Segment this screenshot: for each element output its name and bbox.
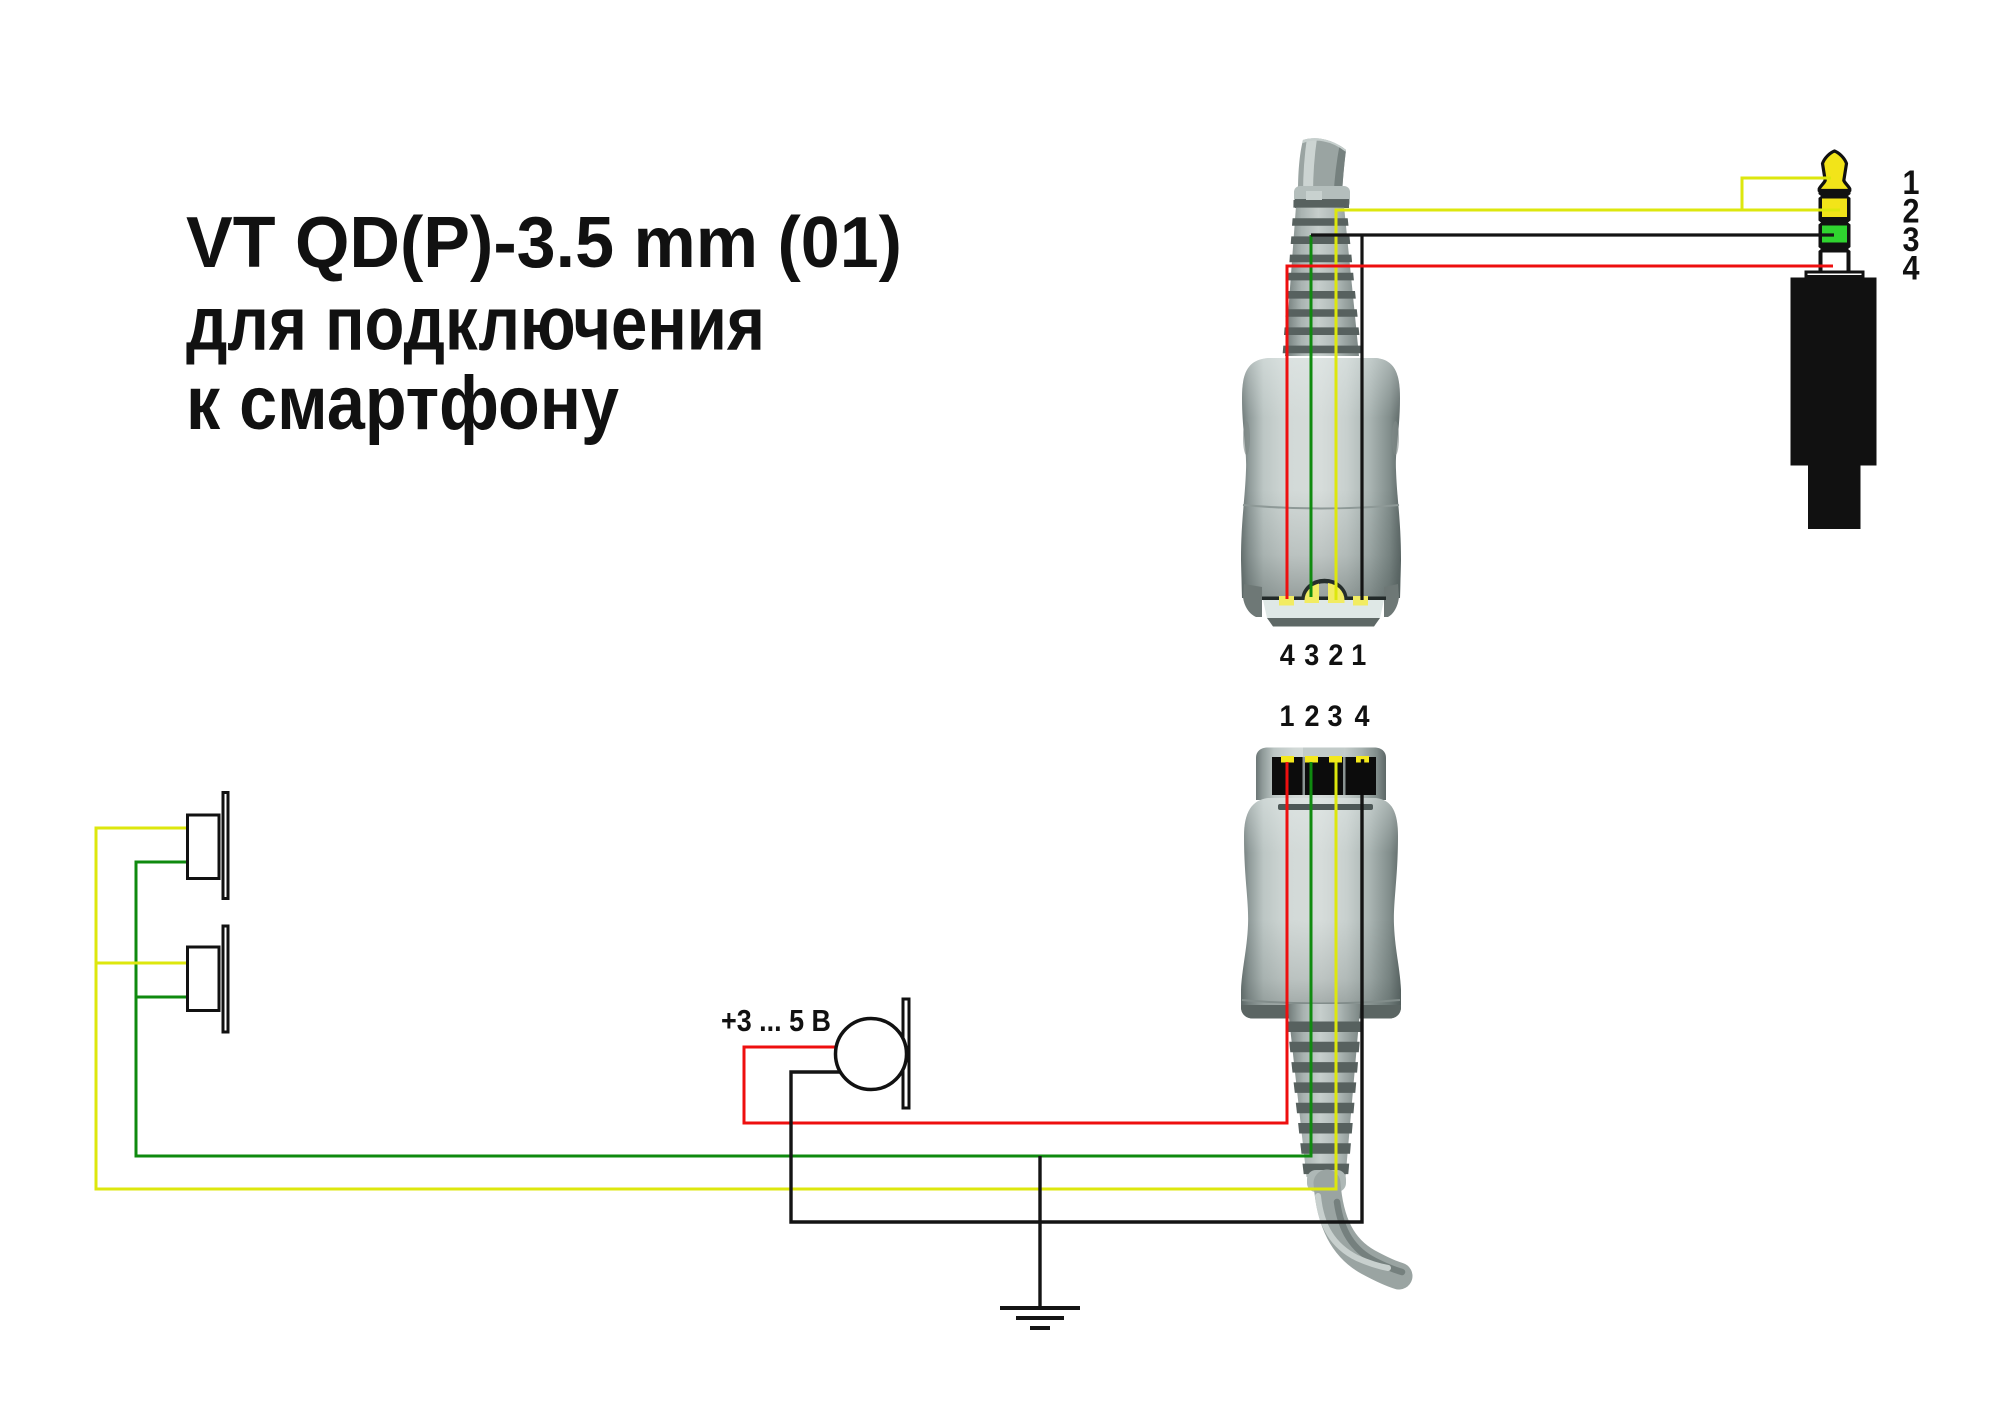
svg-text:1: 1 bbox=[1351, 639, 1366, 672]
svg-text:2: 2 bbox=[1903, 193, 1920, 231]
svg-text:4: 4 bbox=[1355, 700, 1370, 733]
svg-text:+3 ... 5 В: +3 ... 5 В bbox=[721, 1004, 831, 1038]
svg-text:для подключения: для подключения bbox=[186, 282, 765, 367]
svg-text:4: 4 bbox=[1903, 250, 1920, 288]
svg-text:3: 3 bbox=[1304, 639, 1319, 672]
svg-text:к смартфону: к смартфону bbox=[186, 361, 619, 446]
svg-text:3: 3 bbox=[1328, 700, 1343, 733]
svg-text:1: 1 bbox=[1280, 700, 1295, 733]
svg-text:4: 4 bbox=[1280, 639, 1295, 672]
svg-text:2: 2 bbox=[1328, 639, 1343, 672]
svg-text:2: 2 bbox=[1305, 700, 1320, 733]
svg-text:VT QD(P)-3.5 mm (01): VT QD(P)-3.5 mm (01) bbox=[186, 202, 902, 283]
svg-text:3: 3 bbox=[1903, 221, 1920, 259]
svg-text:1: 1 bbox=[1903, 164, 1920, 202]
